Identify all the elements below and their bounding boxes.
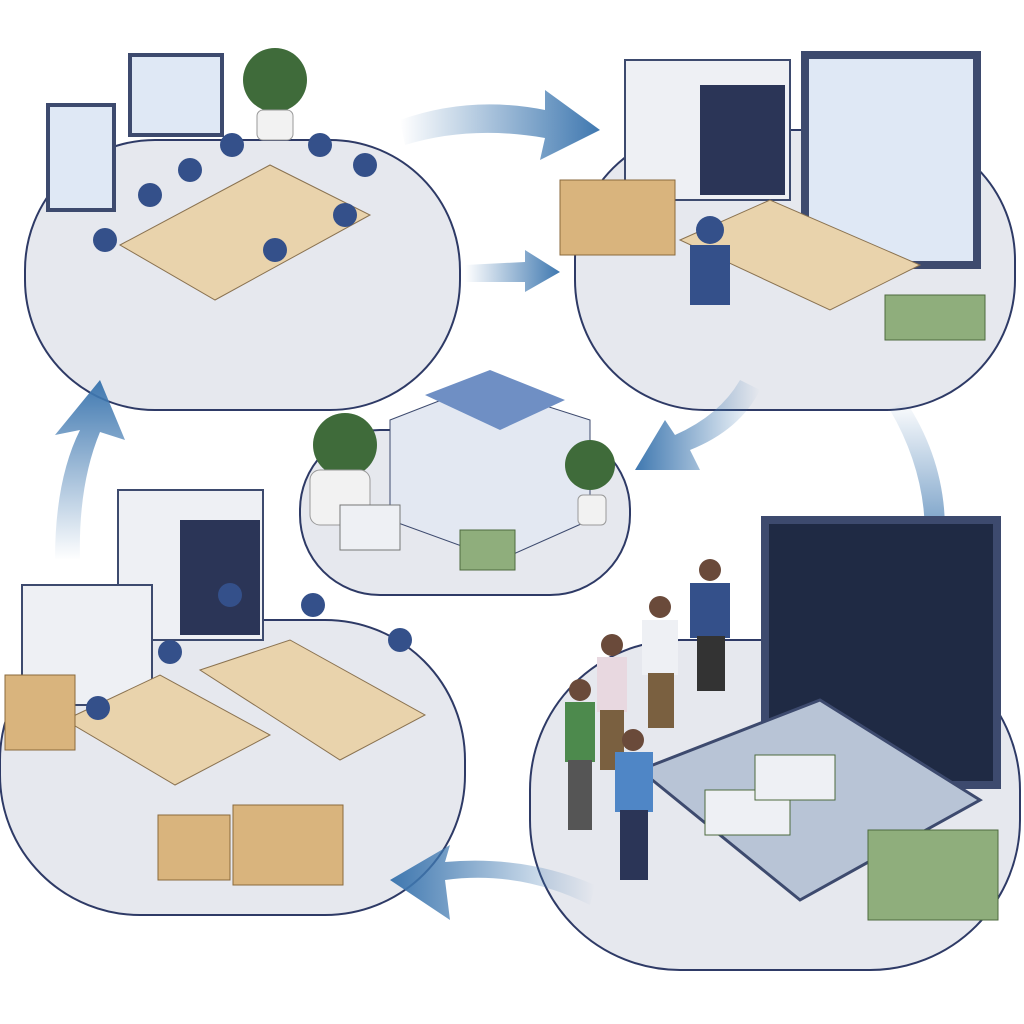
money-machine-scene [565, 516, 1001, 921]
person-icon [649, 596, 671, 618]
meeting-scene [46, 48, 377, 301]
cardboard-box-icon [157, 814, 231, 881]
person-icon [696, 216, 724, 244]
person-icon [569, 679, 591, 701]
cardboard-box-icon [339, 504, 401, 551]
person-icon [622, 729, 644, 751]
meeting-table-icon [118, 164, 372, 301]
cash-stack-icon [459, 529, 516, 571]
plant-icon [313, 413, 377, 477]
monitor-icon [128, 53, 224, 137]
cycle-arrow-icon [390, 845, 595, 920]
cardboard-box-icon [232, 804, 344, 886]
desk [63, 674, 272, 786]
desk [678, 199, 922, 311]
desk [198, 639, 427, 761]
data-entry-scene [559, 51, 986, 341]
monitor-icon [46, 103, 116, 212]
person-icon [699, 559, 721, 581]
cardboard-box-icon [4, 674, 76, 751]
office-scene [4, 489, 427, 886]
cycle-arrow-icon [55, 380, 125, 560]
person-icon [218, 583, 242, 607]
cycle-arrow-icon [465, 250, 560, 292]
person-icon [86, 696, 110, 720]
cash-stack-icon [884, 294, 986, 341]
cash-stack-icon [867, 829, 999, 921]
cycle-arrow-icon [635, 380, 760, 470]
person-icon [601, 634, 623, 656]
person-icon [388, 628, 412, 652]
cardboard-box-icon [559, 179, 676, 256]
building-scene [309, 370, 615, 571]
cycle-arrow-icon [400, 90, 600, 160]
person-icon [301, 593, 325, 617]
person-icon [158, 640, 182, 664]
cash-stack-icon [754, 754, 836, 801]
plant-icon [243, 48, 307, 112]
plant-icon [565, 440, 615, 490]
